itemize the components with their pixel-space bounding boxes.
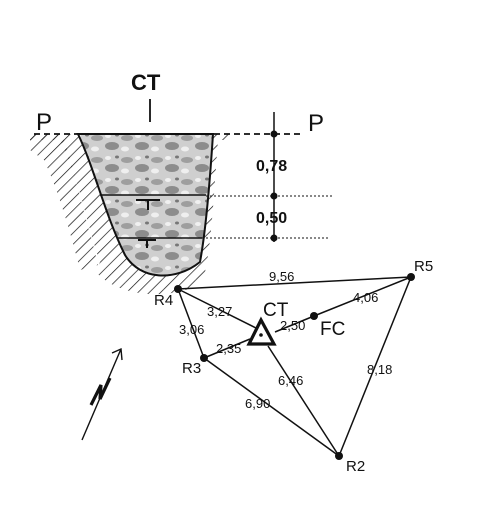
triangle-station-icon (246, 316, 277, 346)
section-left-label: P (36, 109, 52, 136)
point-r2 (335, 452, 343, 460)
edge-fc-r5 (313, 276, 412, 317)
edge-r3-r2 (203, 357, 340, 457)
dist-ct-r2: 6,46 (278, 373, 303, 388)
label-r2: R2 (346, 458, 365, 475)
dist-r3-r2: 6,90 (245, 396, 270, 411)
depth-dot-top (270, 130, 278, 138)
depth-label-2: 0,50 (256, 210, 287, 227)
depth-label-1: 0,78 (256, 158, 287, 175)
point-r5 (407, 273, 415, 281)
edge-r3-ct (203, 338, 251, 359)
label-r4: R4 (154, 292, 173, 309)
dist-fc-r5: 4,06 (353, 290, 378, 305)
dist-ct-fc: 2,50 (280, 318, 305, 333)
depth-dot-bottom (270, 234, 278, 242)
point-r3 (200, 354, 208, 362)
point-fc (310, 312, 318, 320)
edge-r4-ct (177, 288, 257, 329)
ground-hatching (30, 134, 232, 295)
point-r4 (174, 285, 182, 293)
dist-r3-ct: 2,35 (216, 341, 241, 356)
plan-view: R4 R5 R3 R2 CT FC 9,56 3,27 2,50 4,06 3,… (154, 258, 433, 475)
pit-fill (76, 133, 215, 277)
edge-r4-r3 (177, 288, 205, 359)
north-arrow-icon (81, 347, 123, 441)
label-ct: CT (263, 300, 289, 321)
cross-section: CT P P 0,78 0,50 (30, 70, 334, 295)
edge-ct-fc (274, 315, 315, 333)
section-title: CT (131, 70, 161, 95)
dist-r4-r5: 9,56 (269, 269, 294, 284)
label-r3: R3 (182, 360, 201, 377)
edge-r4-r5 (177, 276, 412, 290)
dist-r5-r2: 8,18 (367, 362, 392, 377)
label-r5: R5 (414, 258, 433, 275)
edge-ct-r2 (267, 345, 340, 457)
dist-r4-ct: 3,27 (207, 304, 232, 319)
label-fc: FC (320, 319, 345, 340)
depth-dot-mid (270, 192, 278, 200)
edge-r5-r2 (338, 276, 412, 457)
section-right-label: P (308, 110, 324, 137)
dist-r4-r3: 3,06 (179, 322, 204, 337)
